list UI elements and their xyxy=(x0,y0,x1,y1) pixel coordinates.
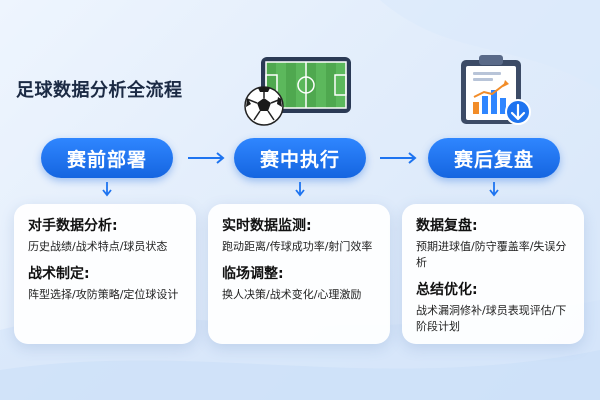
section-title: 对手数据分析: xyxy=(28,218,118,234)
card-section: 对手数据分析: 历史战绩/战术特点/球员状态 xyxy=(28,216,182,255)
card-section: 战术制定: 阵型选择/攻防策略/定位球设计 xyxy=(28,264,182,303)
arrow-down-icon xyxy=(295,182,305,197)
soccer-field-board-icon xyxy=(240,52,355,130)
section-title: 战术制定: xyxy=(28,266,90,282)
section-text: 预期进球值/防守覆盖率/失误分析 xyxy=(416,240,567,269)
section-text: 战术漏洞修补/球员表现评估/下阶段计划 xyxy=(416,304,567,333)
clipboard-chart-icon xyxy=(455,52,537,130)
card-section: 临场调整: 换人决策/战术变化/心理激励 xyxy=(222,264,376,303)
section-text: 换人决策/战术变化/心理激励 xyxy=(222,288,362,301)
card-section: 总结优化: 战术漏洞修补/球员表现评估/下阶段计划 xyxy=(416,280,570,335)
arrow-right-icon xyxy=(188,152,225,164)
arrow-right-icon xyxy=(380,152,417,164)
section-title: 总结优化: xyxy=(416,282,478,298)
stage-card-pre-match: 对手数据分析: 历史战绩/战术特点/球员状态 战术制定: 阵型选择/攻防策略/定… xyxy=(14,204,196,344)
stage-pill-in-match[interactable]: 赛中执行 xyxy=(234,138,366,178)
section-text: 跑动距离/传球成功率/射门效率 xyxy=(222,240,373,253)
stage-card-in-match: 实时数据监测: 跑动距离/传球成功率/射门效率 临场调整: 换人决策/战术变化/… xyxy=(208,204,390,344)
section-title: 数据复盘: xyxy=(416,218,478,234)
card-section: 数据复盘: 预期进球值/防守覆盖率/失误分析 xyxy=(416,216,570,271)
section-title: 临场调整: xyxy=(222,266,284,282)
stage-pill-post-match[interactable]: 赛后复盘 xyxy=(428,138,560,178)
section-title: 实时数据监测: xyxy=(222,218,312,234)
card-section: 实时数据监测: 跑动距离/传球成功率/射门效率 xyxy=(222,216,376,255)
stage-pill-pre-match[interactable]: 赛前部署 xyxy=(41,138,173,178)
arrow-down-icon xyxy=(489,182,499,197)
arrow-down-icon xyxy=(102,182,112,197)
stage-card-post-match: 数据复盘: 预期进球值/防守覆盖率/失误分析 总结优化: 战术漏洞修补/球员表现… xyxy=(402,204,584,344)
page-title: 足球数据分析全流程 xyxy=(16,80,183,101)
section-text: 历史战绩/战术特点/球员状态 xyxy=(28,240,168,253)
section-text: 阵型选择/攻防策略/定位球设计 xyxy=(28,288,179,301)
